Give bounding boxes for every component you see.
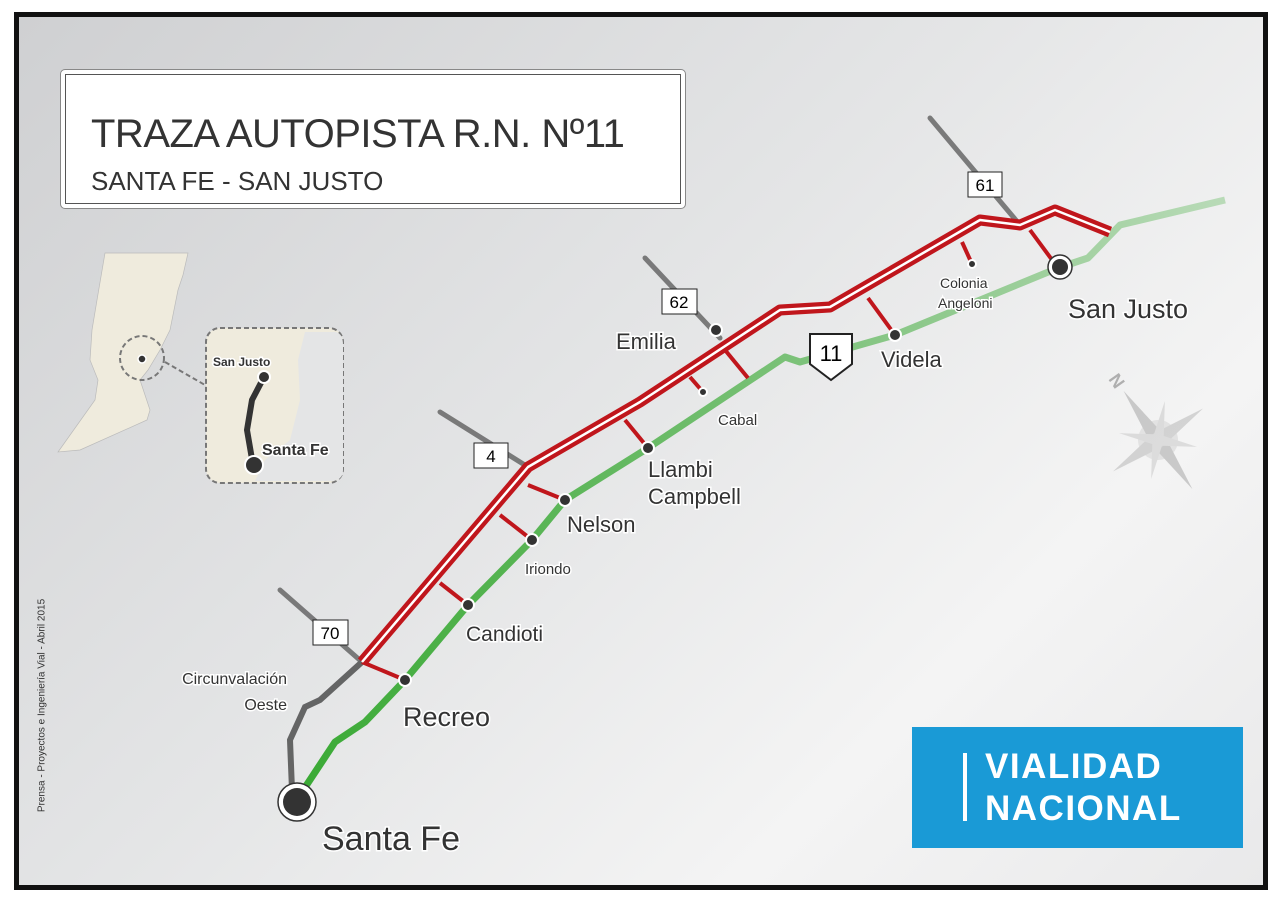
label-emilia: Emilia	[616, 329, 677, 354]
label-llambi: Llambi	[648, 457, 713, 482]
title-panel: TRAZA AUTOPISTA R.N. Nº11 SANTA FE - SAN…	[61, 70, 685, 208]
place-labels: Santa Fe San Justo Recreo Candioti Irion…	[181, 274, 1190, 860]
autopista-trace	[357, 204, 1113, 666]
route-4-label: 4	[486, 447, 495, 466]
route-70-label: 70	[321, 624, 340, 643]
map-subtitle: SANTA FE - SAN JUSTO	[91, 166, 384, 196]
label-angeloni: Angeloni	[938, 295, 993, 311]
label-iriondo: Iriondo	[525, 561, 571, 578]
inset-label-san-justo: San Justo	[213, 355, 270, 369]
route-62-label: 62	[670, 293, 689, 312]
route-11-label: 11	[820, 341, 843, 366]
label-oeste: Oeste	[244, 697, 287, 714]
label-cabal: Cabal	[718, 412, 757, 429]
label-colonia: Colonia	[940, 275, 988, 291]
inset-label-santa-fe: Santa Fe	[262, 442, 329, 459]
province-outline-map	[57, 252, 206, 453]
route-shields: 70 4 62 61 11	[312, 171, 1003, 646]
label-santa-fe: Santa Fe	[322, 820, 460, 858]
label-campbell: Campbell	[648, 484, 741, 509]
label-circunvalacion: Circunvalación	[182, 671, 287, 688]
locality-markers	[277, 254, 1073, 822]
label-recreo: Recreo	[403, 702, 490, 732]
vialidad-nacional-logo: VIALIDAD NACIONAL	[912, 727, 1243, 848]
logo-line2: NACIONAL	[985, 789, 1182, 828]
logo-bar	[963, 753, 967, 821]
compass-north-label: N	[1105, 370, 1129, 392]
map-title: TRAZA AUTOPISTA R.N. Nº11	[91, 112, 625, 156]
compass-rose-icon: N	[1105, 370, 1204, 490]
credit-text: Prensa - Proyectos e Ingeniería Vial - A…	[36, 598, 48, 813]
route-61-label: 61	[976, 176, 995, 195]
label-san-justo: San Justo	[1068, 294, 1188, 324]
label-candioti: Candioti	[466, 623, 543, 646]
inset-map: San Justo Santa Fe	[205, 327, 344, 484]
label-nelson: Nelson	[567, 512, 635, 537]
logo-line1: VIALIDAD	[985, 747, 1163, 786]
label-videla: Videla	[881, 347, 943, 372]
